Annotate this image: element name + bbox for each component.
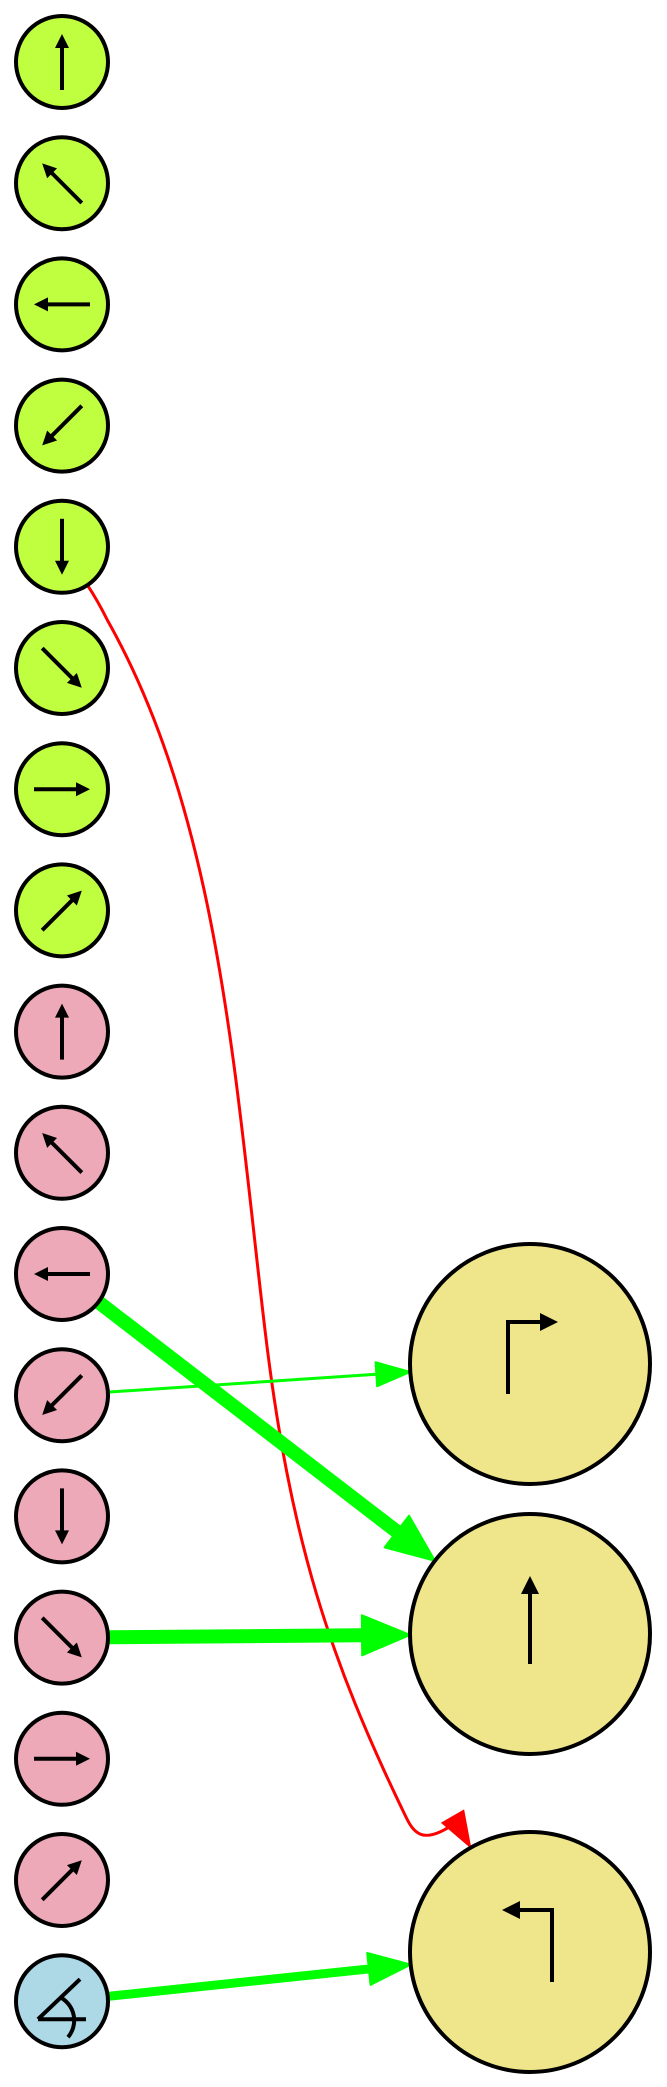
arrow-left-icon [34,297,90,312]
node-s10 [14,1104,110,1201]
node-s8 [14,862,110,959]
arrow-left-icon [34,1267,90,1281]
arrow-down-icon [55,518,69,575]
node-s14 [14,1589,110,1686]
node-s7 [14,741,110,838]
node-circle [408,1830,652,2074]
arrow-up-left-icon [42,1133,84,1175]
arrow-down-right-icon [40,646,82,688]
arrow-up-icon [55,1003,69,1060]
arrow-right-icon [34,782,90,797]
arrow-up-right-icon [40,890,82,932]
edge-s12-t1 [107,1361,412,1394]
straight-icon [521,1576,539,1664]
node-s11 [14,1226,110,1322]
node-t2 [408,1512,652,1756]
node-s9 [14,983,110,1080]
turn-right-icon [506,1313,558,1394]
node-circle [14,1953,110,2050]
arrow-up-left-icon [42,163,84,205]
node-s15 [14,1710,110,1807]
node-s3 [14,256,110,353]
arrow-down-left-icon [42,1373,84,1415]
node-s6 [14,620,110,716]
node-s16 [14,1832,110,1928]
arrow-down-icon [55,1488,69,1545]
node-s13 [14,1468,110,1565]
node-s4 [14,377,110,474]
arrow-right-icon [34,1751,90,1766]
edge-s14-t2 [107,1614,412,1657]
node-s12 [14,1347,110,1444]
node-s1 [14,14,110,110]
node-t1 [408,1242,652,1486]
node-circle [408,1242,652,1486]
angle-icon [36,1977,86,2039]
turn-left-icon [502,1901,554,1982]
node-t3 [408,1830,652,2074]
edges-layer [86,584,472,2001]
node-s17 [14,1953,110,2050]
arrow-up-icon [55,34,69,90]
edge-s17-t3 [107,1952,412,2001]
node-s5 [14,498,110,595]
arrow-up-right-icon [40,1860,82,1902]
arrow-down-right-icon [40,1616,82,1658]
node-s2 [14,135,110,232]
arrow-down-left-icon [42,404,84,446]
nodes-layer [14,14,652,2074]
edge-s11-t2 [94,1296,436,1562]
edge-s5-t3 [86,584,472,1850]
